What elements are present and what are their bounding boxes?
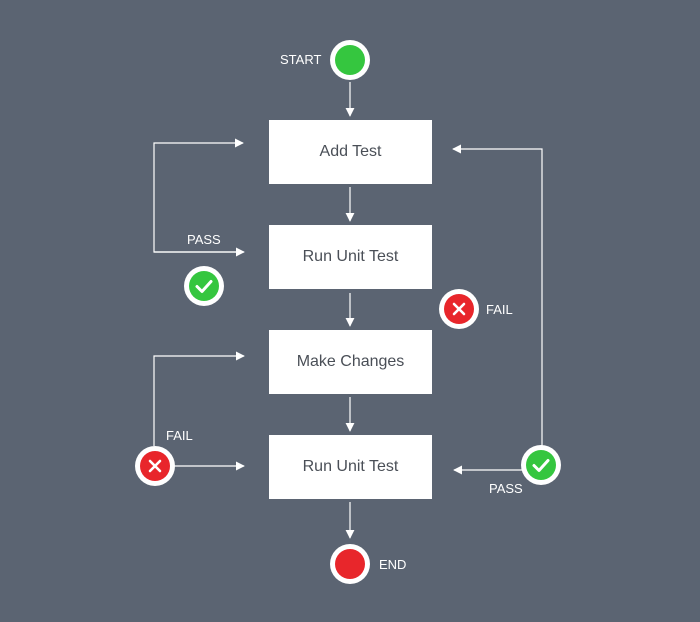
second-test-fail-label: FAIL — [166, 428, 193, 443]
end-label: END — [379, 557, 407, 572]
check-icon — [526, 450, 556, 480]
green-dot-icon — [335, 45, 365, 75]
check-icon — [189, 271, 219, 301]
step-run-unit-test-2: Run Unit Test — [269, 435, 432, 499]
loop-second-pass-to-add-test — [452, 144, 543, 446]
first-test-fail-node — [439, 289, 479, 329]
step-add-test: Add Test — [269, 120, 432, 184]
x-icon — [444, 294, 474, 324]
second-test-pass-node — [521, 445, 561, 485]
end-node — [330, 544, 370, 584]
step-run-unit-test-1: Run Unit Test — [269, 225, 432, 289]
second-test-fail-node — [135, 446, 175, 486]
first-test-fail-label: FAIL — [486, 302, 513, 317]
first-test-pass-label: PASS — [187, 232, 221, 247]
start-label: START — [280, 52, 322, 67]
start-node — [330, 40, 370, 80]
x-icon — [140, 451, 170, 481]
red-dot-icon — [335, 549, 365, 579]
second-test-pass-label: PASS — [489, 481, 523, 496]
step-make-changes: Make Changes — [269, 330, 432, 394]
loop-second-fail-to-make-changes — [153, 351, 245, 446]
first-test-pass-node — [184, 266, 224, 306]
